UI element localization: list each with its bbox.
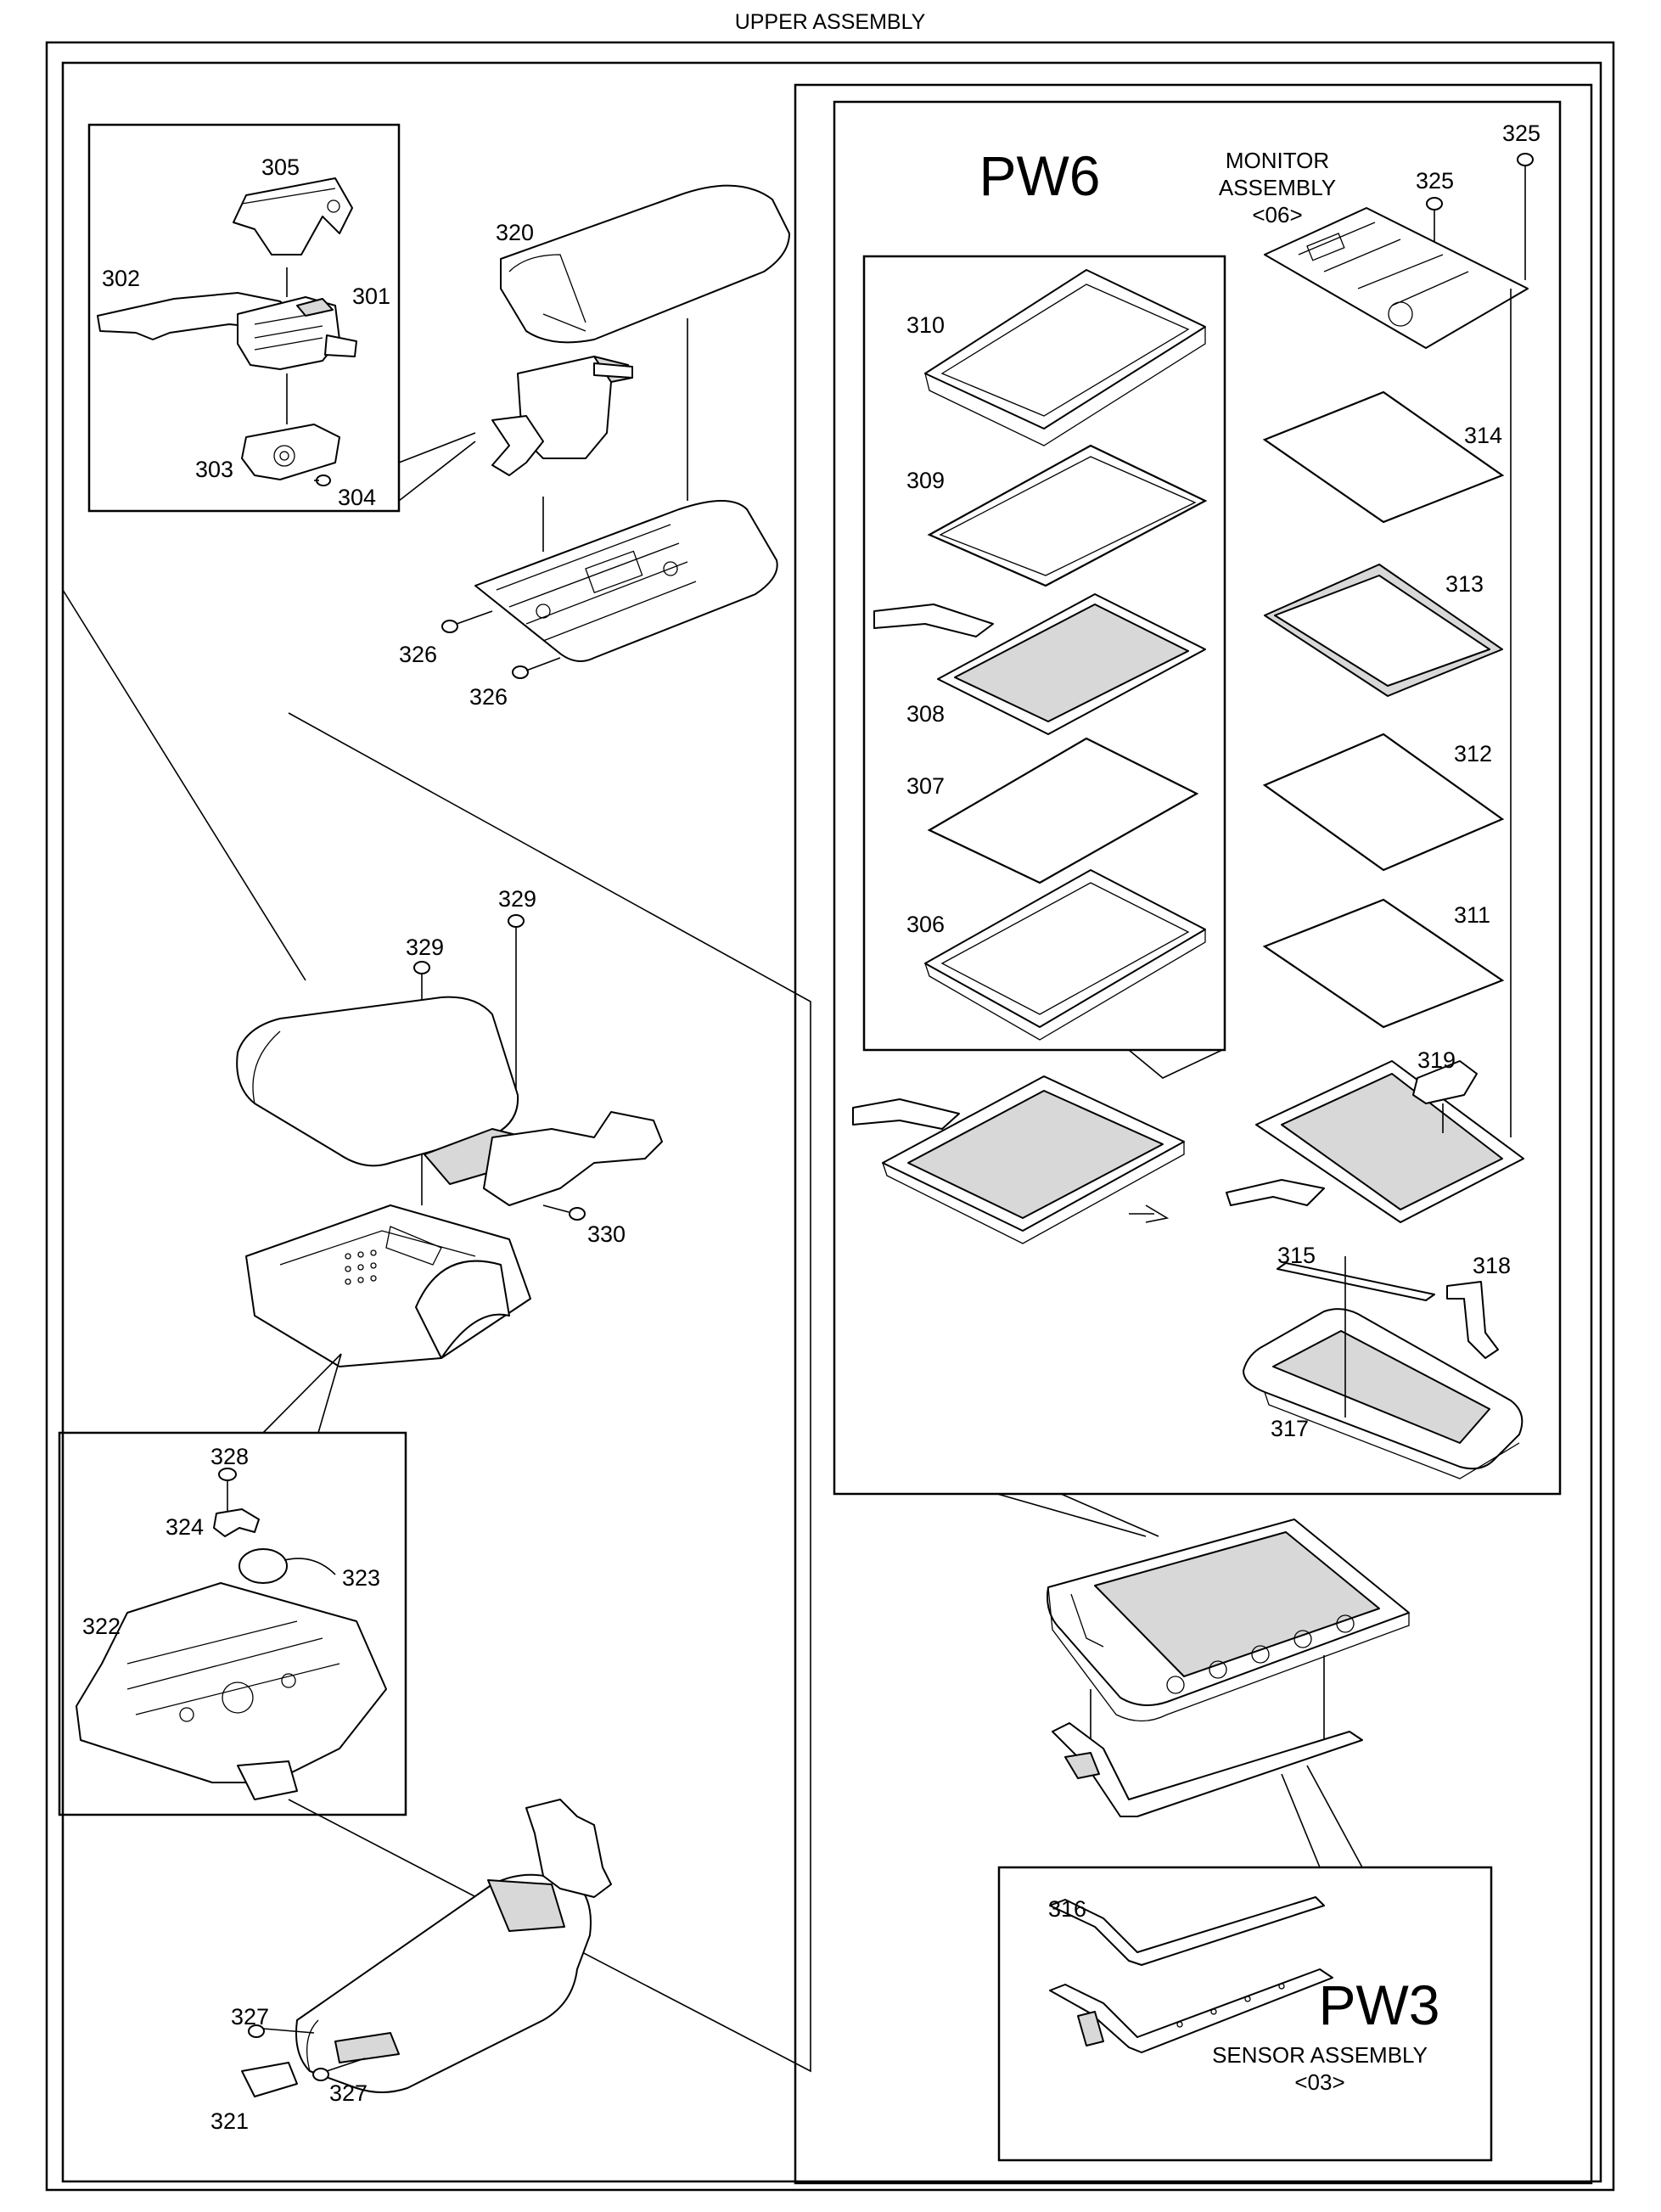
sensor-assembly-code: <03> — [1294, 2069, 1344, 2095]
callout-328: 328 — [210, 1444, 249, 1469]
complete-monitor-unit — [1047, 1519, 1410, 1722]
callout-326-b: 326 — [469, 684, 508, 710]
bracket-324 — [213, 1508, 260, 1537]
callout-325-b: 325 — [1416, 168, 1454, 194]
screw-327-a — [248, 2024, 315, 2038]
callout-306: 306 — [906, 912, 945, 937]
diagram-title: UPPER ASSEMBLY — [735, 10, 926, 34]
lcd-stack-box — [862, 255, 1226, 1052]
callout-330: 330 — [587, 1221, 626, 1247]
callout-325-a: 325 — [1502, 121, 1540, 146]
sheet-312 — [1262, 733, 1505, 872]
callout-329-a: 329 — [498, 886, 536, 912]
sheet-311 — [1262, 898, 1505, 1029]
callout-316: 316 — [1048, 1896, 1086, 1922]
sensor-board-part — [1049, 1968, 1333, 2053]
callout-304: 304 — [338, 485, 376, 510]
lcd-frame-310 — [924, 269, 1206, 446]
callout-309: 309 — [906, 468, 945, 493]
monitor-circuit-board — [1264, 207, 1529, 349]
callout-labels: 305 302 301 303 304 320 326 326 329 329 … — [82, 121, 1540, 2134]
bezel-317 — [1243, 1308, 1524, 1479]
callout-302: 302 — [102, 266, 140, 291]
lcd-frame-306 — [924, 869, 1206, 1041]
sensor-strip-assembled — [1052, 1722, 1363, 1817]
screw-327-b — [312, 2058, 366, 2081]
screw-329-b — [508, 914, 525, 1095]
sensor-handwritten-label: PW3 — [1318, 1973, 1439, 2036]
callout-321: 321 — [210, 2108, 249, 2134]
callout-322: 322 — [82, 1614, 121, 1639]
sensor-assembly-box — [997, 1866, 1493, 2162]
callout-310: 310 — [906, 312, 945, 338]
screw-328 — [218, 1468, 237, 1519]
lcd-sheet-309 — [927, 444, 1208, 587]
sheet-314 — [1262, 390, 1505, 524]
top-cover-part — [500, 184, 790, 344]
hinge-cover-part — [233, 177, 353, 255]
sensor-cover-316 — [1049, 1896, 1325, 1966]
hinge-detail-box — [87, 123, 401, 513]
callout-308: 308 — [906, 701, 945, 727]
screw-326-a — [441, 610, 493, 633]
flex-318 — [1446, 1281, 1499, 1359]
screw-330 — [542, 1204, 586, 1221]
assembled-lcd-left — [852, 1075, 1185, 1244]
callout-315: 315 — [1277, 1243, 1316, 1268]
callout-312: 312 — [1454, 741, 1492, 766]
monitor-handwritten-label: PW6 — [979, 144, 1100, 207]
callout-323: 323 — [342, 1565, 380, 1591]
callout-327-a: 327 — [231, 2004, 269, 2030]
middle-frame-part — [245, 1204, 531, 1367]
callout-320: 320 — [496, 220, 534, 245]
callout-329-b: 329 — [406, 935, 444, 960]
outer-frame — [45, 41, 1615, 2192]
monitor-assembly-inner-frame — [833, 100, 1562, 1496]
callout-307: 307 — [906, 773, 945, 799]
panel-321 — [241, 2062, 298, 2097]
assembled-lcd-right — [1226, 1060, 1524, 1223]
callout-313: 313 — [1445, 571, 1484, 597]
monitor-assembly-frame — [794, 83, 1593, 2185]
lcd-panel-308 — [873, 593, 1206, 735]
callout-326-a: 326 — [399, 642, 437, 667]
monitor-assembly-label-line1: MONITOR — [1226, 148, 1329, 173]
monitor-assembly-label-line2: ASSEMBLY — [1219, 175, 1336, 200]
bracket-319 — [1412, 1060, 1478, 1133]
callout-327-b: 327 — [329, 2080, 368, 2106]
monitor-assembly-code: <06> — [1252, 202, 1302, 227]
center-hinge-block — [491, 356, 633, 476]
callout-319: 319 — [1417, 1047, 1456, 1073]
callout-311: 311 — [1454, 902, 1490, 928]
speaker-323 — [238, 1548, 336, 1584]
hinge-base-part — [241, 424, 340, 480]
sensor-assembly-label: SENSOR ASSEMBLY — [1212, 2042, 1428, 2068]
callout-317: 317 — [1271, 1416, 1309, 1441]
sheet-313 — [1264, 564, 1503, 697]
inner-frame — [61, 61, 1602, 2183]
callout-301: 301 — [352, 284, 390, 309]
screw-304 — [314, 474, 331, 486]
base-frame-322 — [76, 1582, 387, 1800]
base-detail-box — [58, 1431, 407, 1816]
hinge-unit-part — [237, 296, 357, 370]
strip-315 — [1277, 1262, 1435, 1301]
lcd-sheet-307 — [927, 737, 1199, 884]
callout-303: 303 — [195, 457, 233, 482]
callout-324: 324 — [166, 1514, 204, 1540]
screw-325-a — [1517, 153, 1534, 280]
screw-326-b — [512, 657, 561, 679]
lower-shell-part — [295, 1799, 612, 2093]
callout-305: 305 — [261, 154, 300, 180]
callout-318: 318 — [1473, 1253, 1511, 1278]
lcd-housing-part — [236, 996, 663, 1206]
callout-314: 314 — [1464, 423, 1502, 448]
upper-chassis-part — [474, 500, 778, 662]
